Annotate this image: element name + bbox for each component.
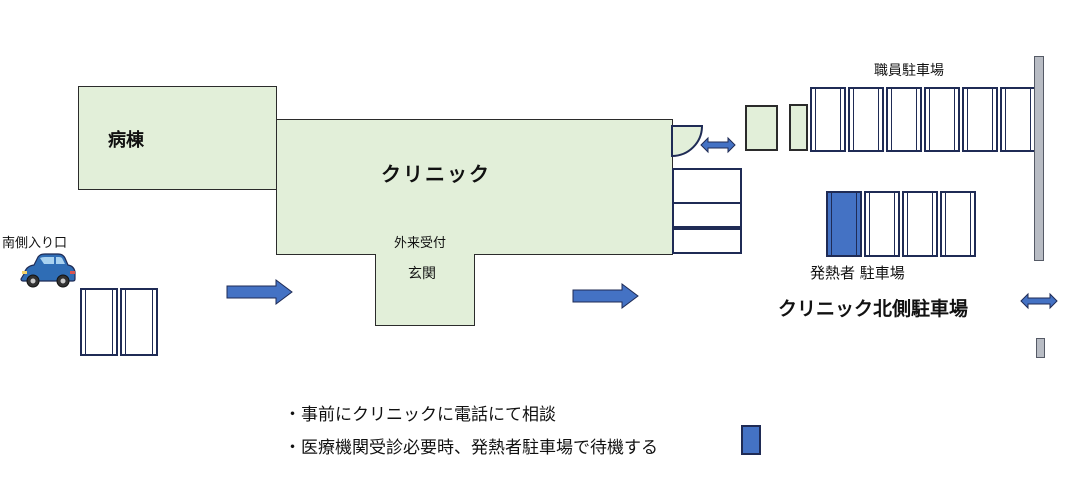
parking-stall xyxy=(924,87,960,152)
parking-stall xyxy=(1000,87,1036,152)
clinic-side-step xyxy=(672,228,742,254)
car-icon xyxy=(20,253,76,288)
south-entrance-label: 南側入り口 xyxy=(2,236,68,251)
ward-label: 病棟 xyxy=(108,130,144,151)
reception-label: 外来受付 xyxy=(394,236,447,251)
entrance-joint-cover xyxy=(376,250,474,258)
clinic-label: クリニック xyxy=(381,162,491,186)
gate-pole xyxy=(1034,56,1044,261)
door-icon xyxy=(671,125,704,158)
note-line-2: ・医療機関受診必要時、発熱者駐車場で待機する xyxy=(284,438,658,458)
double-arrow-icon xyxy=(700,136,736,154)
clinic-side-step xyxy=(672,168,742,204)
parking-stall xyxy=(940,191,976,257)
double-arrow-icon xyxy=(1020,292,1058,310)
parking-stall xyxy=(902,191,938,257)
entrance-label: 玄関 xyxy=(408,266,436,282)
south-parking-stalls xyxy=(80,288,160,356)
north-parking-label: クリニック北側駐車場 xyxy=(778,298,969,320)
small-booth xyxy=(745,105,778,151)
gate-pole-stub xyxy=(1036,338,1045,358)
parking-stall xyxy=(886,87,922,152)
clinic-building xyxy=(276,119,673,255)
arrow-right-icon xyxy=(572,283,639,309)
parking-stall xyxy=(120,288,158,356)
ward-building xyxy=(78,86,277,190)
legend-swatch-icon xyxy=(741,425,761,455)
small-booth xyxy=(789,104,808,151)
parking-stall xyxy=(810,87,846,152)
staff-parking-stalls xyxy=(810,87,1038,152)
note-line-1: ・事前にクリニックに電話にて相談 xyxy=(284,405,556,425)
arrow-right-icon xyxy=(226,279,293,305)
clinic-side-step xyxy=(672,202,742,228)
parking-stall xyxy=(80,288,118,356)
parking-stall xyxy=(962,87,998,152)
fever-parking-stalls xyxy=(826,191,978,257)
entrance-building xyxy=(375,254,475,326)
parking-stall xyxy=(848,87,884,152)
parking-stall xyxy=(864,191,900,257)
staff-parking-label: 職員駐車場 xyxy=(874,63,944,79)
fever-parking-label: 発熱者 駐車場 xyxy=(810,264,905,282)
fever-parking-stall-occupied xyxy=(826,191,862,257)
